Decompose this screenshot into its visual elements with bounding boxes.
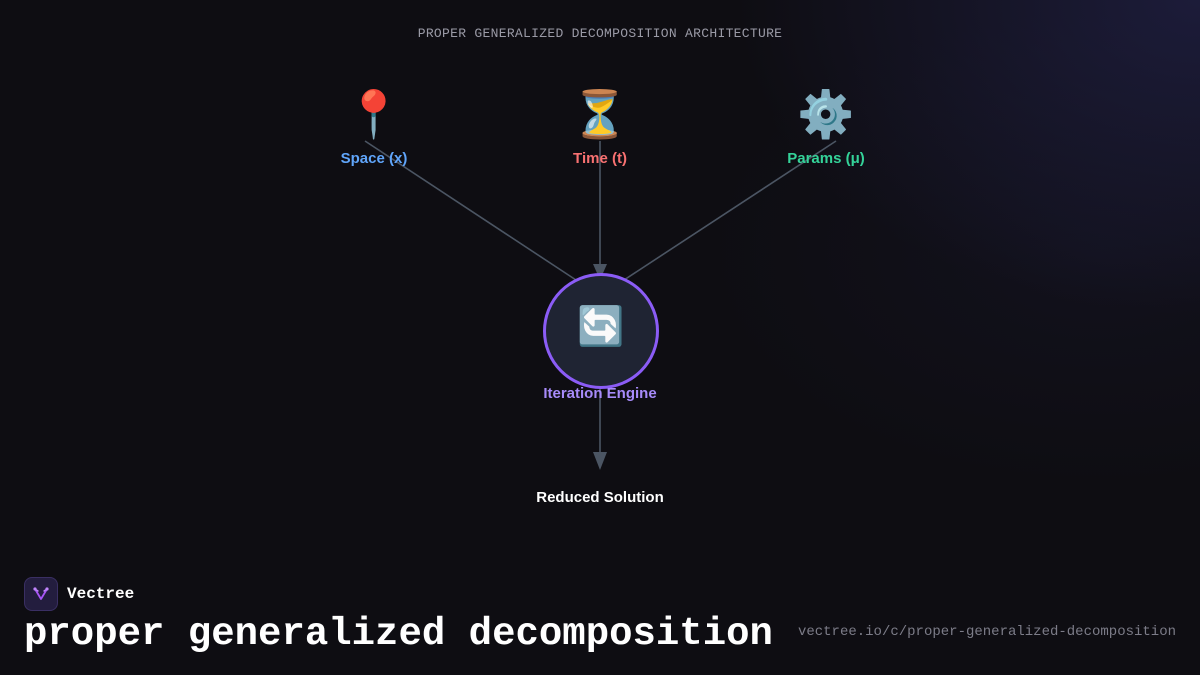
input-node-params: ⚙️ Params (μ): [746, 88, 906, 167]
cycle-arrows-icon: 🔄: [577, 306, 625, 348]
iteration-engine-label: Iteration Engine: [543, 385, 657, 402]
diagram-title: PROPER GENERALIZED DECOMPOSITION ARCHITE…: [417, 26, 783, 41]
edge-params-to-engine: [623, 140, 837, 281]
input-node-time: ⏳ Time (t): [520, 88, 680, 167]
input-label-params: Params (μ): [787, 150, 865, 167]
arrowhead-time-to-engine: [593, 264, 607, 280]
map-pin-icon: 📍: [345, 88, 403, 140]
input-node-space: 📍 Space (x): [294, 88, 454, 167]
iteration-engine-node: 🔄: [543, 273, 659, 389]
brand: Vectree: [24, 577, 134, 611]
input-label-time: Time (t): [573, 150, 627, 167]
page-url[interactable]: vectree.io/c/proper-generalized-decompos…: [797, 624, 1176, 640]
edge-space-to-engine: [364, 140, 577, 281]
vectree-logo-icon: [24, 577, 58, 611]
page-title: proper generalized decomposition: [24, 612, 773, 656]
reduced-solution-label: Reduced Solution: [536, 489, 664, 506]
gear-icon: ⚙️: [797, 88, 855, 140]
brand-name: Vectree: [67, 585, 135, 603]
input-label-space: Space (x): [340, 150, 408, 167]
hourglass-icon: ⏳: [571, 88, 629, 140]
arrowhead-engine-to-output: [593, 452, 607, 470]
